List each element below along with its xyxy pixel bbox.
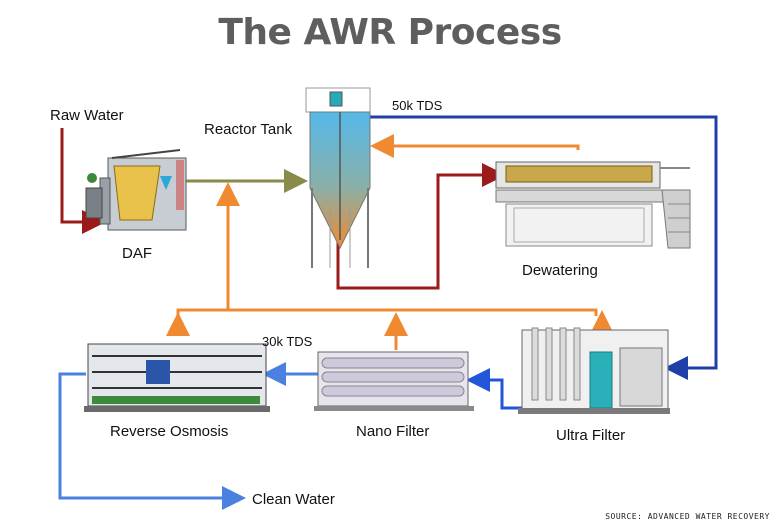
tds-30k-label: 30k TDS: [262, 334, 313, 349]
dewatering-unit: [495, 161, 691, 249]
source-credit: SOURCE: ADVANCED WATER RECOVERY: [605, 512, 770, 521]
nano-filter-unit: [314, 351, 474, 411]
daf-label: DAF: [122, 245, 152, 262]
nano-filter-label: Nano Filter: [356, 423, 429, 440]
daf-unit: [85, 149, 187, 231]
sludge-to-dewatering-line: [336, 163, 506, 290]
dewatering-label: Dewatering: [522, 262, 598, 279]
ultra-to-nano-line: [466, 368, 524, 410]
dewatering-return-line: [370, 134, 580, 158]
raw-water-label: Raw Water: [50, 107, 124, 124]
tds-50k-label: 50k TDS: [392, 98, 443, 113]
ultra-filter-unit: [518, 327, 670, 414]
ultra-filter-label: Ultra Filter: [556, 427, 625, 444]
reverse-osmosis-label: Reverse Osmosis: [110, 423, 228, 440]
raw-water-flow-line: [60, 128, 106, 234]
reactor-tank-label: Reactor Tank: [204, 121, 293, 138]
tank-to-ultra-filter-line: [368, 115, 718, 380]
diagram-title: The AWR Process: [218, 12, 562, 53]
clean-water-line: [58, 372, 246, 510]
recycle-header-line: [176, 308, 598, 316]
clean-water-label: Clean Water: [252, 491, 335, 508]
reactor-tank: [305, 87, 371, 268]
reverse-osmosis-unit: [84, 343, 270, 412]
